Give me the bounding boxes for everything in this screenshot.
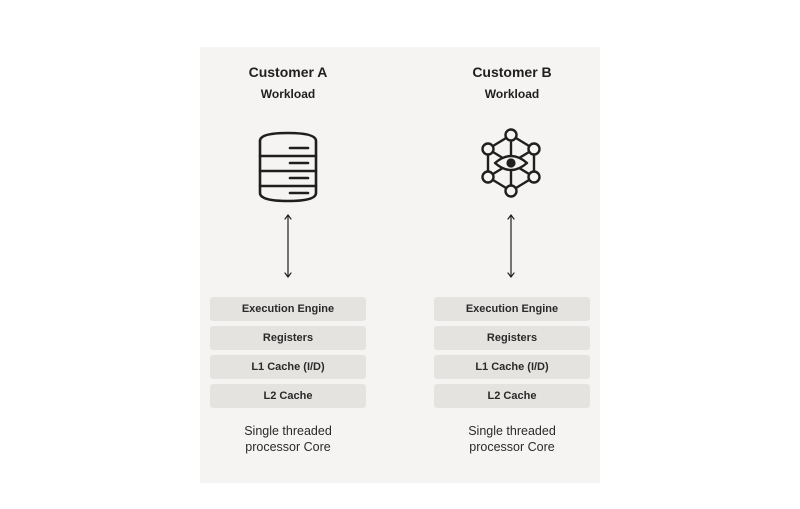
core-caption: Single threaded processor Core bbox=[432, 423, 592, 455]
bidirectional-arrow-icon bbox=[282, 213, 294, 279]
l1-cache-layer: L1 Cache (I/D) bbox=[210, 355, 366, 379]
registers-layer: Registers bbox=[210, 326, 366, 350]
bidirectional-arrow-icon bbox=[505, 213, 517, 279]
caption-line-1: Single threaded bbox=[244, 424, 332, 438]
network-eye-icon bbox=[475, 127, 547, 199]
execution-engine-layer: Execution Engine bbox=[434, 297, 590, 321]
customer-a-subtitle: Workload bbox=[260, 87, 316, 101]
execution-engine-layer: Execution Engine bbox=[210, 297, 366, 321]
customer-a-title: Customer A bbox=[248, 64, 328, 80]
customer-b-column: Customer B Workload bbox=[432, 47, 592, 483]
caption-line-1: Single threaded bbox=[468, 424, 556, 438]
diagram-panel: Customer A Workload Execution Engin bbox=[200, 47, 600, 483]
registers-layer: Registers bbox=[434, 326, 590, 350]
l2-cache-layer: L2 Cache bbox=[210, 384, 366, 408]
core-caption: Single threaded processor Core bbox=[208, 423, 368, 455]
customer-b-title: Customer B bbox=[472, 64, 552, 80]
customer-b-subtitle: Workload bbox=[484, 87, 540, 101]
l1-cache-layer: L1 Cache (I/D) bbox=[434, 355, 590, 379]
l2-cache-layer: L2 Cache bbox=[434, 384, 590, 408]
processor-core-stack: Execution Engine Registers L1 Cache (I/D… bbox=[210, 297, 366, 413]
processor-core-stack: Execution Engine Registers L1 Cache (I/D… bbox=[434, 297, 590, 413]
database-icon bbox=[252, 131, 324, 203]
caption-line-2: processor Core bbox=[469, 440, 555, 454]
caption-line-2: processor Core bbox=[245, 440, 331, 454]
customer-a-column: Customer A Workload Execution Engin bbox=[208, 47, 368, 483]
